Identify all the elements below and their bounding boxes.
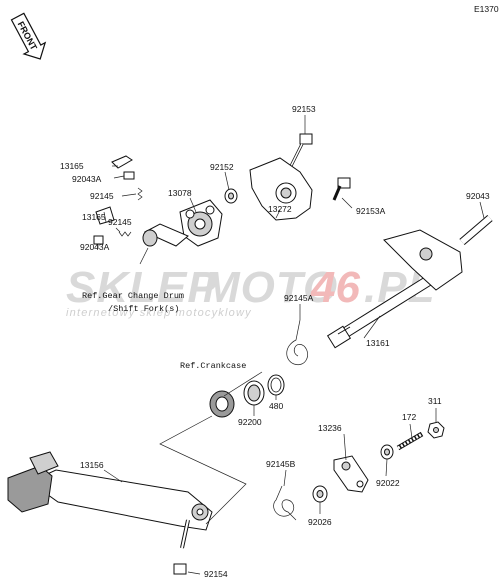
label-92154: 92154 xyxy=(204,569,228,579)
label-92022: 92022 xyxy=(376,478,400,488)
stud-172 xyxy=(396,431,424,451)
spring-92145b xyxy=(273,485,297,521)
label-172: 172 xyxy=(402,412,416,422)
label-13156: 13156 xyxy=(80,460,104,470)
front-arrow-icon: FRONT xyxy=(10,12,47,60)
watermark-sklep: SKLEP xyxy=(66,263,218,312)
label-92153a: 92153A xyxy=(356,206,386,216)
label-92153: 92153 xyxy=(292,104,316,114)
pin-shaft xyxy=(142,223,189,247)
lever-13236 xyxy=(333,455,369,493)
label-92043a-upper: 92043A xyxy=(72,174,102,184)
bolt-92153a xyxy=(332,177,351,201)
leader-lines xyxy=(97,115,485,575)
ref-gear-change-drum: Ref.Gear Change Drum xyxy=(82,291,184,301)
circlip-480 xyxy=(267,374,285,396)
label-92043a-lower: 92043A xyxy=(80,242,110,252)
pin-92043 xyxy=(459,214,493,246)
label-13272: 13272 xyxy=(268,204,292,214)
pin-92043a-upper xyxy=(123,171,135,180)
label-13165-upper: 13165 xyxy=(60,161,84,171)
label-92145-upper: 92145 xyxy=(90,191,114,201)
watermark-moto: MOTO xyxy=(203,263,338,312)
label-92145a: 92145A xyxy=(284,293,314,303)
label-13161: 13161 xyxy=(366,338,390,348)
spring-92145a xyxy=(286,319,308,366)
oil-seal xyxy=(209,390,235,418)
label-311: 311 xyxy=(428,396,442,406)
shift-shaft-13161 xyxy=(326,229,463,349)
pedal-13156 xyxy=(7,451,213,531)
label-92145b: 92145B xyxy=(266,459,296,469)
washer-92022 xyxy=(380,444,394,460)
bolt-92153 xyxy=(287,133,313,171)
diagram-code: E1370 xyxy=(474,4,499,14)
label-13078: 13078 xyxy=(168,188,192,198)
watermark-46: 46 xyxy=(310,263,360,312)
nut-311 xyxy=(427,421,445,439)
label-92200: 92200 xyxy=(238,417,262,427)
label-92043: 92043 xyxy=(466,191,490,201)
spring-92145-upper xyxy=(137,187,143,201)
spring-92145-lower xyxy=(118,231,132,237)
ref-crankcase: Ref.Crankcase xyxy=(180,361,246,371)
washer-92200 xyxy=(243,380,265,406)
washer-92026 xyxy=(312,485,328,503)
label-480: 480 xyxy=(269,401,283,411)
drum-13078 xyxy=(179,199,223,247)
pin-92043a-lower xyxy=(93,235,104,245)
ref-shift-forks: /Shift Fork(s) xyxy=(108,304,179,314)
watermark-subtitle: internetowy sklep motocyklowy xyxy=(66,307,252,319)
washer-92152 xyxy=(224,188,238,204)
label-92026: 92026 xyxy=(308,517,332,527)
label-13236: 13236 xyxy=(318,423,342,433)
label-92152: 92152 xyxy=(210,162,234,172)
label-13165-lower: 13165 xyxy=(82,212,106,222)
bolt-92154 xyxy=(173,519,190,575)
label-92145-lower: 92145 xyxy=(108,217,132,227)
